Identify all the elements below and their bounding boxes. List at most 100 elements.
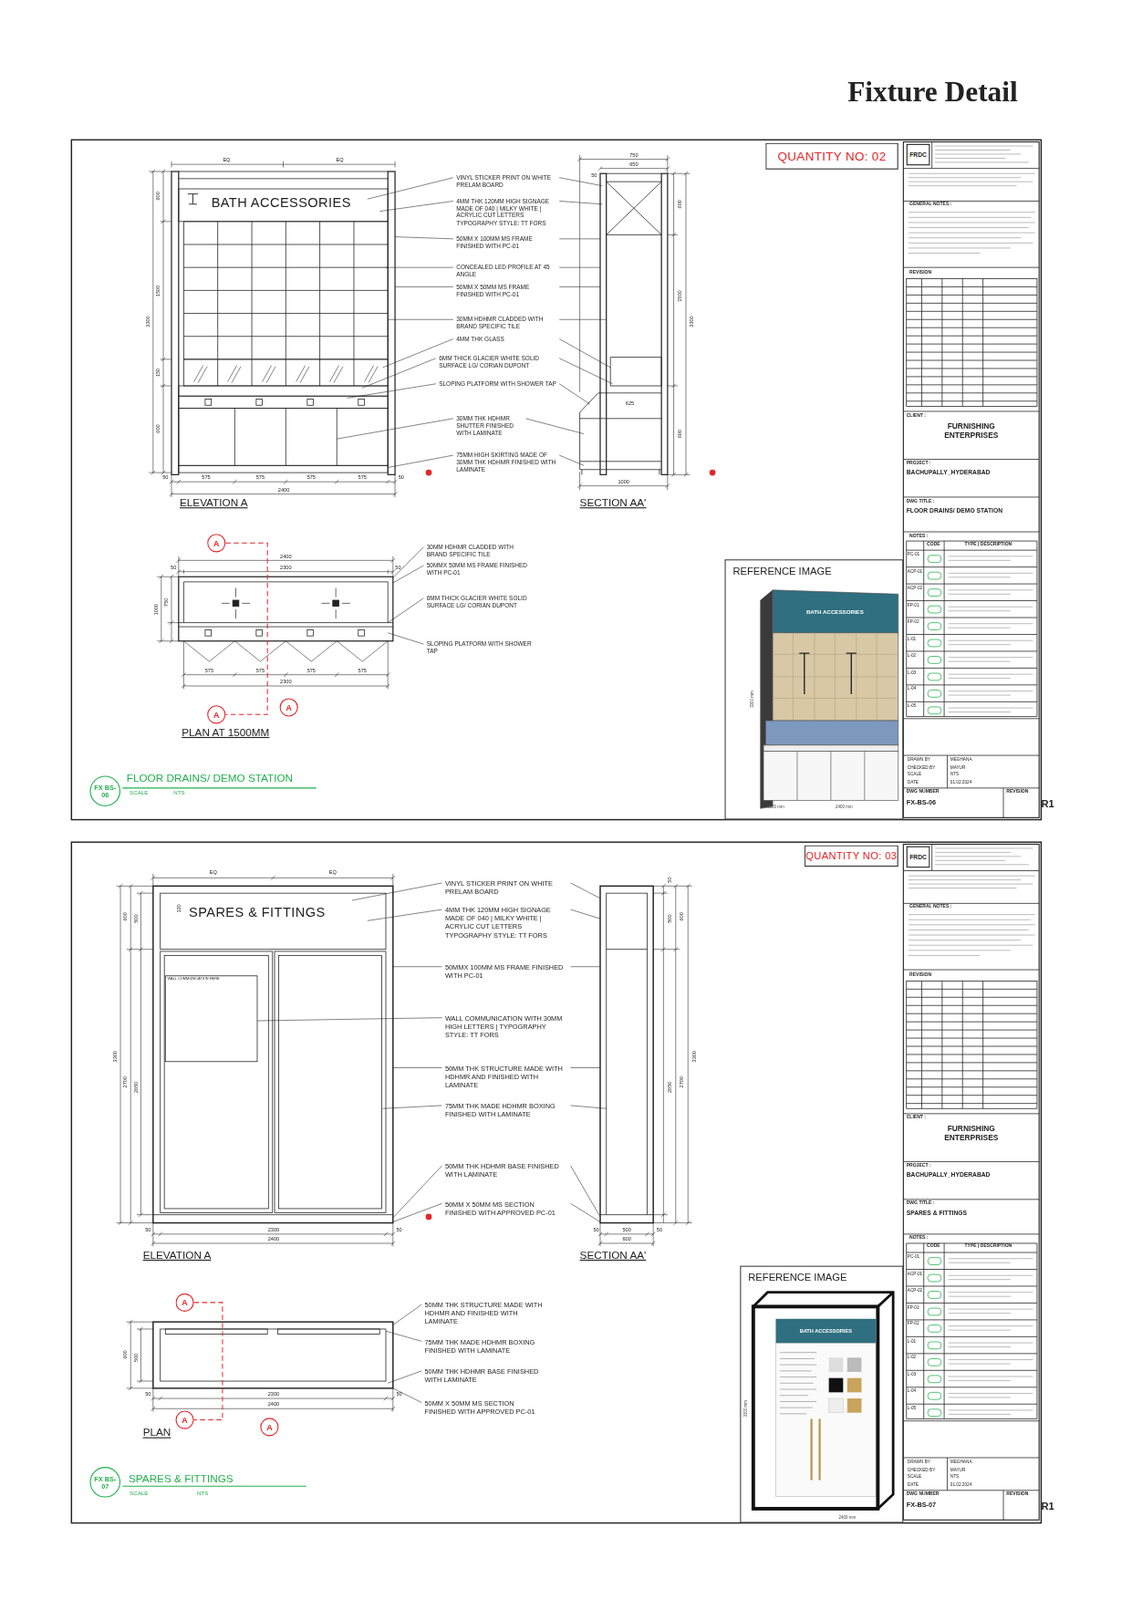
line-work	[577, 155, 670, 393]
outline-rect	[606, 893, 648, 950]
outline-rect	[927, 1324, 942, 1332]
title-block-text: L-04	[907, 686, 916, 692]
line-work	[336, 177, 613, 468]
dimension-text: 2300	[280, 679, 291, 686]
outline-rect	[927, 1375, 942, 1383]
node-text: DWG NUMBER	[906, 1492, 1001, 1498]
dimension-text: 120	[176, 903, 182, 913]
logo-box: FRDC	[906, 846, 931, 868]
dimension-text: 600	[155, 424, 162, 433]
line-work	[156, 574, 178, 644]
outline-rect	[71, 139, 1041, 820]
title-block-text: ACP-01	[907, 569, 923, 574]
signage-text: BATH ACCESSORIES	[211, 196, 352, 210]
callout-note: 6MM THICK GLACIER WHITE SOLID SURFACE LG…	[426, 594, 534, 610]
dimension-text: 50	[656, 1227, 663, 1234]
line-work	[600, 949, 654, 1216]
dimension-text: EQ	[329, 870, 337, 876]
line-work	[606, 173, 662, 235]
node-text: REVISION	[1006, 1492, 1090, 1498]
section-cut-line	[194, 1302, 223, 1421]
title-block-text: L-04	[907, 1389, 916, 1394]
reference-dimension: 2400 mm	[838, 1516, 856, 1520]
line-work	[811, 1418, 821, 1480]
title-block-text: L-01	[907, 1339, 916, 1344]
node-text: PROJECT :	[906, 1163, 1037, 1170]
outline-rect	[927, 589, 942, 597]
title-block-cell: DWG NUMBERFX-BS-06	[903, 788, 1004, 818]
node-text: QUANTITY NO: 03	[805, 850, 897, 862]
outline-rect	[71, 841, 1041, 1523]
dot-mark	[425, 1214, 433, 1221]
callout-note: 50MM X 50MM MS SECTION FINISHED WITH APP…	[445, 1200, 568, 1217]
outline-rect	[661, 173, 668, 475]
outline-rect	[183, 359, 388, 386]
dimension-text: 575	[307, 667, 316, 674]
line-work	[183, 221, 388, 386]
title-block-text: 01.02.2024	[950, 779, 972, 785]
outline-rect	[178, 385, 388, 396]
drawing-group	[156, 556, 395, 689]
line-work	[187, 194, 198, 205]
dimension-text: 2400	[278, 487, 290, 493]
dimension-text: 1000	[618, 478, 630, 485]
line-work	[948, 606, 1034, 611]
dimension-text: 50	[592, 1227, 599, 1234]
outline-rect	[775, 1343, 876, 1497]
outline-rect	[765, 720, 898, 746]
outline-rect	[829, 1357, 844, 1372]
title-block-heading: REVISION	[909, 270, 932, 276]
callout-note: 75MM THK MADE HDHMR BOXING FINISHED WITH…	[445, 1102, 568, 1120]
callout-note: 4MM THK GLASS	[456, 335, 559, 343]
outline-rect	[610, 357, 662, 386]
drawing-group	[577, 155, 690, 490]
callout-note: CONCEALED LED PROFILE AT 45 ANGLE	[456, 264, 559, 280]
line-work	[948, 1258, 1034, 1263]
line-work	[178, 171, 388, 179]
title-block-text: FP-01	[907, 1305, 920, 1310]
line-work	[799, 653, 857, 695]
outline-rect	[178, 408, 388, 467]
outline-rect	[277, 1329, 380, 1335]
callout-note: 4MM THK 120MM HIGH SIGNAGE MADE OF 040 |…	[456, 197, 559, 228]
drawing-title: FLOOR DRAINS/ DEMO STATION	[126, 772, 293, 784]
dimension-text: 575	[201, 475, 210, 481]
outline-rect	[847, 1398, 862, 1413]
line-work	[153, 1214, 394, 1216]
reference-dimension: 1000 mm	[767, 805, 785, 810]
outline-rect	[178, 576, 394, 641]
callout-note: 50MM X 50MM MS FRAME FINISHED WITH PC-01	[456, 283, 559, 299]
drawing-title: SPARES & FITTINGS	[128, 1473, 234, 1485]
callout-note: WALL COMMUNICATION WITH 30MM HIGH LETTER…	[445, 1014, 568, 1040]
dimension-text: 3300	[689, 315, 696, 327]
outline-rect	[927, 1308, 942, 1316]
dimension-text: 3300	[113, 1050, 119, 1062]
outline-rect	[160, 951, 273, 1213]
dimension-text: 575	[358, 667, 367, 674]
title-block-text: DRAWN BY	[907, 1459, 931, 1465]
callout-note: 4MM THK 120MM HIGH SIGNAGE MADE OF 040 |…	[445, 906, 568, 941]
line-work	[948, 1410, 1034, 1414]
section-marker: A	[175, 1410, 194, 1429]
dimension-text: 1500	[676, 290, 683, 302]
line-work	[151, 1223, 395, 1247]
node-text: DWG NUMBER	[906, 789, 1001, 796]
dimension-text: 500	[622, 1227, 631, 1234]
outline-rect	[927, 555, 942, 563]
line-work	[178, 581, 394, 627]
title-block-text: L-05	[907, 704, 916, 709]
line-work	[194, 365, 378, 384]
dimension-text: 2300	[268, 1391, 280, 1398]
line-work	[948, 674, 1034, 678]
outline-rect	[927, 706, 942, 715]
outline-rect	[205, 399, 212, 406]
drawing-group	[116, 873, 395, 1247]
title-block-text: MAYUR	[950, 1467, 966, 1473]
callout-note: 30MM THK HDHMR SHUTTER FINISHED WITH LAM…	[456, 415, 523, 437]
line-work	[234, 408, 337, 467]
outline-rect	[927, 656, 942, 665]
outline-rect	[775, 1318, 876, 1344]
title-block-text: L-01	[907, 636, 916, 642]
title-block-cell: DWG NUMBERFX-BS-07	[903, 1490, 1004, 1520]
callout-note: 50MM X 50MM MS SECTION FINISHED WITH APP…	[425, 1399, 548, 1416]
